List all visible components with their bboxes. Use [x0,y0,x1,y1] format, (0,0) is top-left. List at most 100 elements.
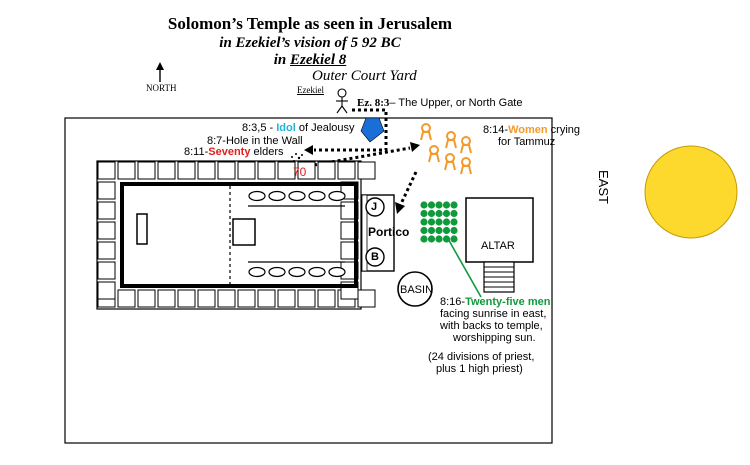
chamber-cell [177,289,196,308]
sun-icon [644,145,738,239]
hole-label: 8:7-Hole in the Wall [207,135,303,147]
path-arrowhead-women-icon [410,142,420,152]
chamber-cell [97,201,116,220]
worshipper-dot [427,201,436,209]
chamber-cell [297,161,316,180]
worshipper-dot [427,209,436,218]
note-line2: plus 1 high priest) [436,363,523,375]
chamber-cell [277,289,296,308]
woman-figure-icon [420,123,432,141]
chamber-cell [317,289,336,308]
men-label-line3: with backs to temple, [440,320,543,332]
worshipper-dot [442,209,451,218]
worshipper-dot [435,226,443,235]
seventy-label: 8:11-Seventy elders [184,146,284,158]
path-arrowhead-men-icon [395,202,405,214]
chamber-cell [117,161,136,180]
altar-step-lines [484,266,514,288]
woman-figure-icon [428,145,440,163]
chamber-cell [97,221,116,240]
altar-of-incense [232,218,256,246]
altar-label: ALTAR [481,240,515,252]
pillar-b-label: B [371,251,379,263]
worshipper-dot [442,201,451,209]
chamber-cell [357,161,376,180]
men-label: 8:16-Twenty-five men [440,296,551,308]
subtitle-outer-court: Outer Court Yard [312,68,417,84]
men-label-line2: facing sunrise in east, [440,308,547,320]
east-label: EAST [596,170,611,204]
path-to-men-dotted [398,171,418,207]
chamber-cell [237,289,256,308]
lampstand [288,190,306,202]
chamber-cell [157,289,176,308]
portico-label: Portico [368,225,410,239]
path-to-women-dotted [313,146,411,167]
worshipper-dot [435,235,443,243]
chambers-outline [96,160,362,310]
chamber-cell [97,181,116,200]
chamber-cell [197,289,216,308]
worshipper-dot [450,226,458,235]
chamber-cell [137,289,156,308]
chamber-cell [337,161,356,180]
men-label-pointer [446,236,482,298]
woman-figure-icon [460,136,472,154]
chamber-cell [117,289,136,308]
lampstand [288,266,306,278]
lampstands-tables [248,190,346,278]
chamber-cell [97,281,116,300]
worshipper-dot [420,218,428,226]
page-title: Solomon’s Temple as seen in Jerusalem [167,14,453,33]
worshipper-dot [427,235,436,243]
lampstand [308,266,326,278]
worshipper-dot [427,226,436,235]
north-gate-label: Ez. 8:3– The Upper, or North Gate [357,97,523,109]
lampstand [268,266,286,278]
seventy-number: 70 [293,165,307,179]
women-group [420,123,472,175]
chamber-cell [97,261,116,280]
chamber-cell [157,161,176,180]
chamber-cell [317,161,336,180]
worshipper-dot [450,209,458,218]
pillar-jachin [365,197,385,217]
brazen-altar [465,197,534,263]
worshipper-dot [435,201,443,209]
chamber-cell [277,161,296,180]
idol-label: 8:3,5 - Idol of Jealousy [242,122,355,134]
north-arrow-icon [156,62,164,82]
bronze-basin [397,271,433,307]
worshipper-dot [420,209,428,218]
chamber-cell [217,161,236,180]
worshipper-dot [435,218,443,226]
chamber-cell [257,161,276,180]
chamber-cell [177,161,196,180]
woman-figure-icon [445,131,457,149]
ark-of-covenant [136,213,148,245]
ezekiel-label: Ezekiel [297,85,324,95]
lampstand [328,266,346,278]
worshipper-dot [435,209,443,218]
worshipper-dot [450,235,458,243]
lampstand [308,190,326,202]
chamber-cell [137,161,156,180]
lampstand [328,190,346,202]
twenty-five-men-group [420,201,458,243]
subtitle-vision: in Ezekiel’s vision of 5 92 BC [219,35,401,51]
path-arrowhead-icon [304,145,313,155]
basin-label: BASIN [400,284,434,296]
worshipper-dot [450,218,458,226]
temple-inner-walls [120,182,358,288]
chamber-cell [297,289,316,308]
worshipper-dot [420,235,428,243]
chamber-cell [237,161,256,180]
outer-court-wall [64,117,553,444]
chamber-cell [217,289,236,308]
idol-of-jealousy-icon [360,117,385,143]
woman-figure-icon [460,157,472,175]
worshipper-dot [420,201,428,209]
women-label-line2: for Tammuz [498,136,556,148]
